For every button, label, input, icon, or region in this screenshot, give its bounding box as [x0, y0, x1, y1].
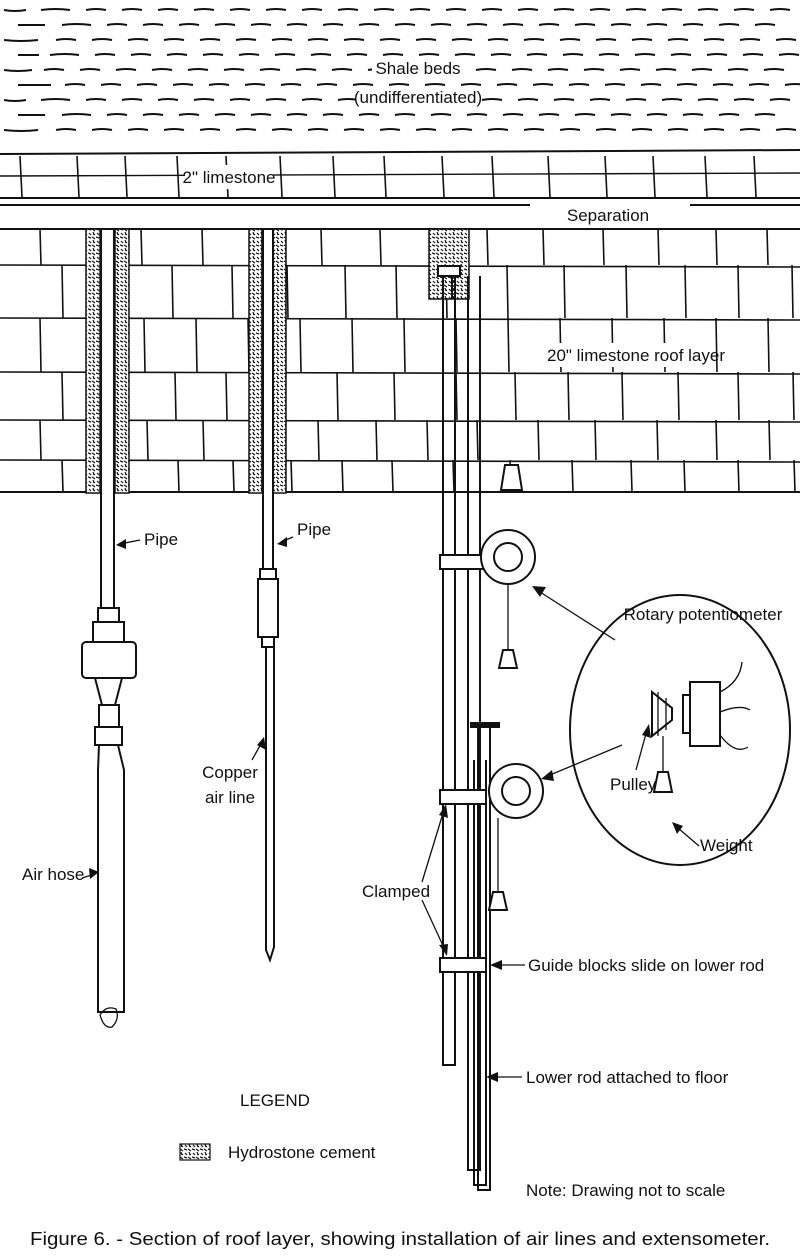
label-air-hose: Air hose [22, 865, 84, 884]
label-pipe-left: Pipe [144, 530, 178, 549]
hydrostone-swatch [179, 1143, 211, 1161]
left-pipe [100, 228, 115, 610]
upper-pulley-assembly [439, 529, 536, 669]
label-rotary-potentiometer: Rotary potentiometer [624, 605, 783, 624]
air-hose [97, 744, 125, 1013]
label-20in-limestone: 20" limestone roof layer [547, 346, 725, 365]
label-lower-rod: Lower rod attached to floor [526, 1068, 729, 1087]
lower-weight [487, 891, 509, 911]
legend-hydrostone: Hydrostone cement [228, 1143, 376, 1162]
detail-weight [652, 771, 674, 793]
leader-lines [81, 536, 700, 1082]
left-air-line-assembly [81, 228, 137, 1028]
label-clamped: Clamped [362, 882, 430, 901]
label-2in-limestone: 2" limestone [183, 168, 276, 187]
potentiometer-detail [569, 594, 791, 866]
pulley [651, 689, 673, 739]
figure-caption: Figure 6. - Section of roof layer, showi… [30, 1229, 770, 1249]
label-shale-beds: Shale beds [375, 59, 460, 78]
copper-air-line [265, 647, 275, 964]
label-weight: Weight [700, 836, 753, 855]
hose-coupling [81, 641, 137, 679]
rotary-potentiometer [689, 681, 721, 747]
label-guide-blocks: Guide blocks slide on lower rod [528, 956, 764, 975]
limestone-2in-layer [0, 149, 800, 199]
upper-weight [497, 649, 519, 669]
detail-arrows [532, 586, 623, 781]
label-pipe-middle: Pipe [297, 520, 331, 539]
extensometer-upper-rod [428, 228, 470, 1066]
middle-pipe [262, 228, 274, 570]
shale-beds [3, 8, 800, 132]
label-separation: Separation [567, 206, 649, 225]
middle-clamp [439, 789, 487, 805]
upper-clamp [439, 554, 487, 570]
label-pulley: Pulley [610, 775, 657, 794]
lower-clamp [439, 957, 487, 973]
middle-air-line-assembly [248, 228, 287, 964]
label-shale-undifferentiated: (undifferentiated) [354, 88, 482, 107]
lower-rod [467, 276, 500, 1191]
label-air-line: air line [205, 788, 255, 807]
legend-title: LEGEND [240, 1091, 310, 1110]
lower-pulley-assembly [439, 763, 544, 911]
label-copper: Copper [202, 763, 258, 782]
note-not-to-scale: Note: Drawing not to scale [526, 1181, 725, 1200]
